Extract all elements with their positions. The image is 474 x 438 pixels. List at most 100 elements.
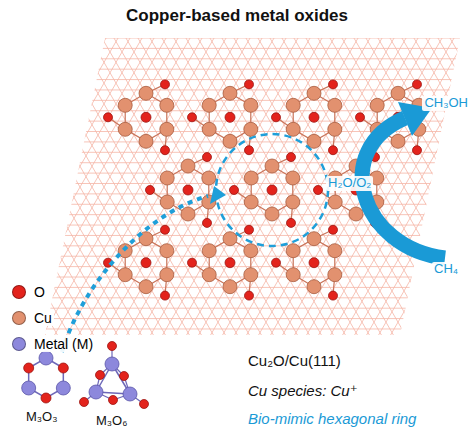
o-atom (161, 225, 170, 234)
cu-atom (181, 159, 195, 173)
lattice-line (0, 58, 474, 59)
metal-atom (123, 387, 137, 401)
lattice-line (0, 0, 69, 438)
lattice-line (176, 0, 429, 438)
cu-atom (286, 195, 300, 209)
cu-atom (307, 280, 321, 294)
o-atom (96, 371, 105, 380)
lattice-line (356, 0, 474, 438)
lattice-line (0, 0, 236, 438)
lattice-line (0, 152, 474, 153)
cu2o-overlay (104, 80, 426, 300)
cu-atom (139, 134, 153, 148)
o-atom (141, 258, 151, 268)
lattice-line (56, 0, 309, 438)
lattice-line (152, 0, 405, 438)
lattice-line (32, 0, 285, 438)
lattice-line (295, 0, 474, 438)
cu-atom (328, 122, 342, 136)
o-atom (161, 146, 170, 155)
lattice-line (0, 297, 474, 298)
o-atom (356, 113, 365, 122)
lattice-line (332, 0, 474, 438)
lattice-line (392, 0, 474, 438)
lattice-line (55, 0, 308, 438)
lattice-line (212, 0, 465, 438)
lattice-line (7, 0, 260, 438)
lattice-line (188, 0, 441, 438)
cu-atom (160, 98, 174, 112)
o-atom (329, 225, 338, 234)
o-atom (120, 372, 129, 381)
o-atom (58, 363, 68, 373)
lattice-line (104, 0, 357, 438)
lattice-line (0, 0, 188, 438)
lattice-line (415, 0, 474, 438)
lattice-line (0, 0, 189, 438)
cu-atom (202, 268, 216, 282)
lattice-line (403, 0, 474, 438)
cu-atom (223, 280, 237, 294)
o-atom (287, 153, 296, 162)
lattice-line (272, 0, 474, 438)
o-atom (413, 146, 422, 155)
lattice-line (235, 0, 474, 438)
lattice-line (355, 0, 474, 438)
lattice-line (0, 0, 81, 438)
lattice-line (0, 318, 474, 319)
cu-atom (160, 171, 174, 185)
dashed-ring (216, 134, 328, 246)
reactant-label: H₂O/O₂ (326, 176, 373, 191)
lattice-line (308, 0, 474, 438)
o-atom (183, 185, 193, 195)
legend-swatch (12, 337, 26, 351)
o-atom (287, 218, 296, 227)
o-atom (146, 186, 155, 195)
cu-atom (244, 244, 258, 258)
o-atom (230, 186, 239, 195)
lattice-line (200, 0, 453, 438)
lattice-line (439, 0, 474, 438)
lattice-line (224, 0, 474, 438)
lattice-line (380, 0, 474, 438)
cu-atom (265, 159, 279, 173)
o-atom (108, 342, 117, 351)
lattice-line (80, 0, 333, 438)
dotted-arrow (62, 196, 208, 352)
legend-swatch (12, 285, 26, 299)
legend-entry: O (12, 284, 47, 300)
lattice-line (427, 0, 474, 438)
lattice-line (331, 0, 474, 438)
lattice-line (0, 0, 20, 438)
legend-swatch (12, 311, 26, 325)
lattice-line (0, 173, 474, 174)
cu-atom (202, 122, 216, 136)
lattice-line (0, 0, 116, 438)
lattice-line (0, 0, 117, 438)
lattice-line (0, 214, 474, 215)
lattice-line (307, 0, 474, 438)
cu-atom (223, 86, 237, 100)
o-atom (41, 393, 51, 403)
o-atom (188, 258, 197, 267)
legend-text: Cu (32, 310, 54, 326)
lattice-line (0, 0, 212, 438)
lattice-line (0, 0, 68, 438)
lattice-line (0, 0, 93, 438)
lattice-line (0, 131, 474, 132)
lattice-line (0, 266, 474, 267)
o-atom (141, 112, 151, 122)
legend-entry: Metal (M) (12, 336, 95, 352)
lattice-line (128, 0, 381, 438)
lattice-line (271, 0, 474, 438)
o-atom (161, 80, 170, 89)
lattice-line (91, 0, 344, 438)
lattice-line (0, 69, 474, 70)
lattice-line (259, 0, 474, 438)
o-atom (245, 291, 254, 300)
title: Copper-based metal oxides (126, 6, 348, 26)
m3o3-cluster (22, 351, 71, 403)
lattice-line (116, 0, 369, 438)
lattice-line (127, 0, 380, 438)
